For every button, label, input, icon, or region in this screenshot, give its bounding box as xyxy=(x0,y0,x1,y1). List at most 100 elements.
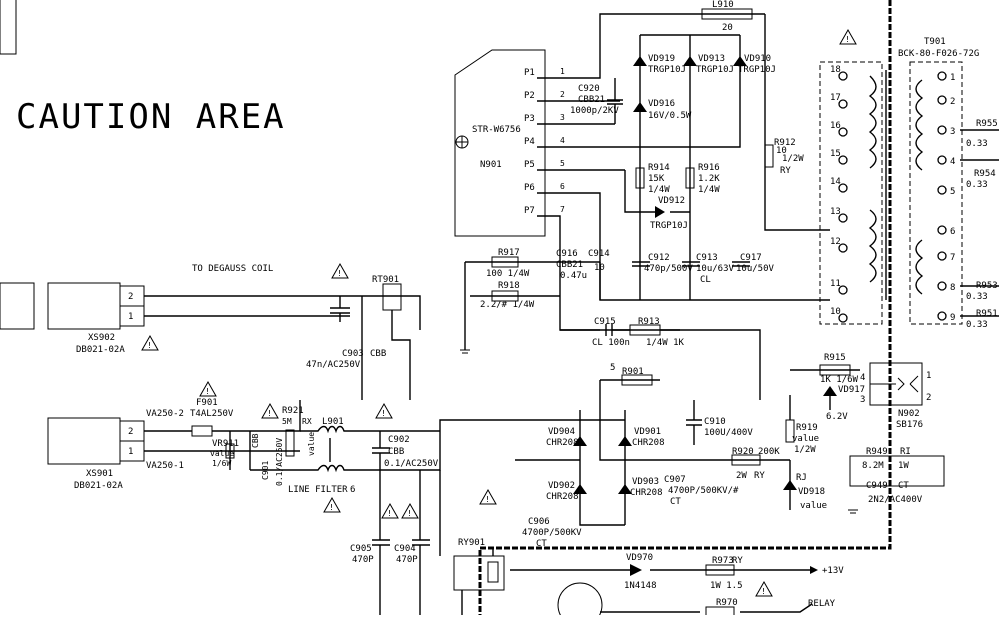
r954-value: 0.33 xyxy=(966,180,988,190)
c907-ref: C907 xyxy=(664,475,686,485)
r919-ref: R919 xyxy=(796,423,818,433)
c902-capacitor xyxy=(372,419,560,471)
r920-ref: R920 xyxy=(732,447,754,457)
svg-text:8: 8 xyxy=(950,283,955,293)
r916-value: 1.2K xyxy=(698,174,720,184)
c902-type: CBB xyxy=(388,447,404,457)
c916-ref: C916 xyxy=(556,249,578,259)
vd916-value: 16V/0.5W xyxy=(648,111,692,121)
c905-value: 470P xyxy=(352,555,374,565)
warning-icons: ! ! ! ! ! ! ! ! ! ! ! xyxy=(141,28,857,597)
svg-text:!: ! xyxy=(329,503,334,512)
r913-body xyxy=(629,324,661,336)
r970-ref: R970 xyxy=(716,598,738,608)
svg-text:!: ! xyxy=(761,587,766,596)
r915-ref: R915 xyxy=(824,353,846,363)
r917-value: 100 1/4W xyxy=(486,269,530,279)
svg-text:!: ! xyxy=(205,387,210,396)
xs902-pin2: 2 xyxy=(128,292,133,302)
t901-part: BCK-80-F026-72G xyxy=(898,49,979,59)
xs902-left-plug xyxy=(0,282,35,330)
xs902-body xyxy=(47,282,121,330)
r916-ref: R916 xyxy=(698,163,720,173)
vd917-ref: VD917 xyxy=(838,385,865,395)
ry901-body xyxy=(453,555,505,591)
c901-ref: C901 xyxy=(261,461,270,480)
xs901-ref: XS901 xyxy=(86,469,113,479)
r914-power: 1/4W xyxy=(648,185,670,195)
svg-text:6: 6 xyxy=(950,227,955,237)
vd913-value: TRGP10J xyxy=(696,65,734,75)
vd917-diode xyxy=(823,386,837,396)
l910-ref: L910 xyxy=(712,0,734,10)
c913-ref: C913 xyxy=(696,253,718,263)
bridge-wires xyxy=(515,410,626,526)
svg-text:14: 14 xyxy=(830,177,841,187)
c902-value: 0.1/AC250V xyxy=(384,459,439,469)
line-filter-pin: 6 xyxy=(350,485,355,495)
svg-text:!: ! xyxy=(485,495,490,504)
xs901-pin1: 1 xyxy=(128,447,133,457)
r951-ref: R951 xyxy=(976,309,998,319)
r921-body xyxy=(285,429,295,457)
xs901-pin2: 2 xyxy=(128,427,133,437)
r955-value: 0.33 xyxy=(966,139,988,149)
c915-value: CL 100n xyxy=(592,338,630,348)
vd918-value: value xyxy=(800,501,827,511)
r901-label: R901 xyxy=(622,367,644,377)
f901-value: T4AL250V xyxy=(190,409,234,419)
vd913-ref: VD913 xyxy=(698,54,725,64)
r913-ref: R913 xyxy=(638,317,660,327)
r916-body xyxy=(685,167,695,189)
f901-fuse xyxy=(191,425,213,437)
vd919-value: TRGP10J xyxy=(648,65,686,75)
r949-type: RI xyxy=(900,447,911,457)
vr911-ref: VR911 xyxy=(212,439,239,449)
l910-value: 20 xyxy=(722,23,733,33)
n901-body xyxy=(454,49,546,237)
svg-text:!: ! xyxy=(407,509,412,518)
l901-value: value xyxy=(307,432,316,456)
c916-value: 0.47u xyxy=(560,271,587,281)
r912-value: 10 xyxy=(776,146,787,156)
degauss-wires xyxy=(144,295,350,317)
vd910-ref: VD910 xyxy=(744,54,771,64)
c906-type: CT xyxy=(536,539,547,549)
r949-value: 8.2M xyxy=(862,461,884,471)
r915-wires xyxy=(789,369,860,420)
svg-text:!: ! xyxy=(381,409,386,418)
rt901-ref: RT901 xyxy=(372,275,399,285)
c905-ref: C905 xyxy=(350,544,372,554)
svg-text:13: 13 xyxy=(830,207,841,217)
vd916-ref: VD916 xyxy=(648,99,675,109)
c901-type: CBB xyxy=(251,433,260,448)
l910-body xyxy=(701,8,753,20)
t901-secondary-pins: 1 2 3 4 5 6 7 8 9 xyxy=(937,71,955,323)
r973-body xyxy=(705,564,735,576)
r973-ref: R973 xyxy=(712,556,734,566)
vd918-ref: VD918 xyxy=(798,487,825,497)
ground-symbols xyxy=(460,349,858,514)
t901-primary-frame xyxy=(819,61,883,325)
vd912-value: TRGP10J xyxy=(650,221,688,231)
r915-body xyxy=(819,364,851,376)
vd919-913-910-diodes xyxy=(633,56,747,66)
bridge-diodes xyxy=(573,436,632,494)
svg-text:!: ! xyxy=(147,341,152,350)
cap-row-wires xyxy=(599,261,830,301)
n901-mark-cross xyxy=(456,136,468,148)
n901-num-5: 5 xyxy=(560,159,565,168)
svg-text:7: 7 xyxy=(950,253,955,263)
c949-type: CT xyxy=(898,481,909,491)
c920-capacitor xyxy=(607,78,623,124)
vd912-diode xyxy=(655,206,665,218)
r919-body xyxy=(785,419,795,443)
svg-text:15: 15 xyxy=(830,149,841,159)
svg-text:!: ! xyxy=(387,509,392,518)
n901-pin-p7: P7 xyxy=(524,206,535,216)
c917-ref: C917 xyxy=(740,253,762,263)
n901-pin-wires xyxy=(537,13,765,400)
svg-text:3: 3 xyxy=(950,127,955,137)
